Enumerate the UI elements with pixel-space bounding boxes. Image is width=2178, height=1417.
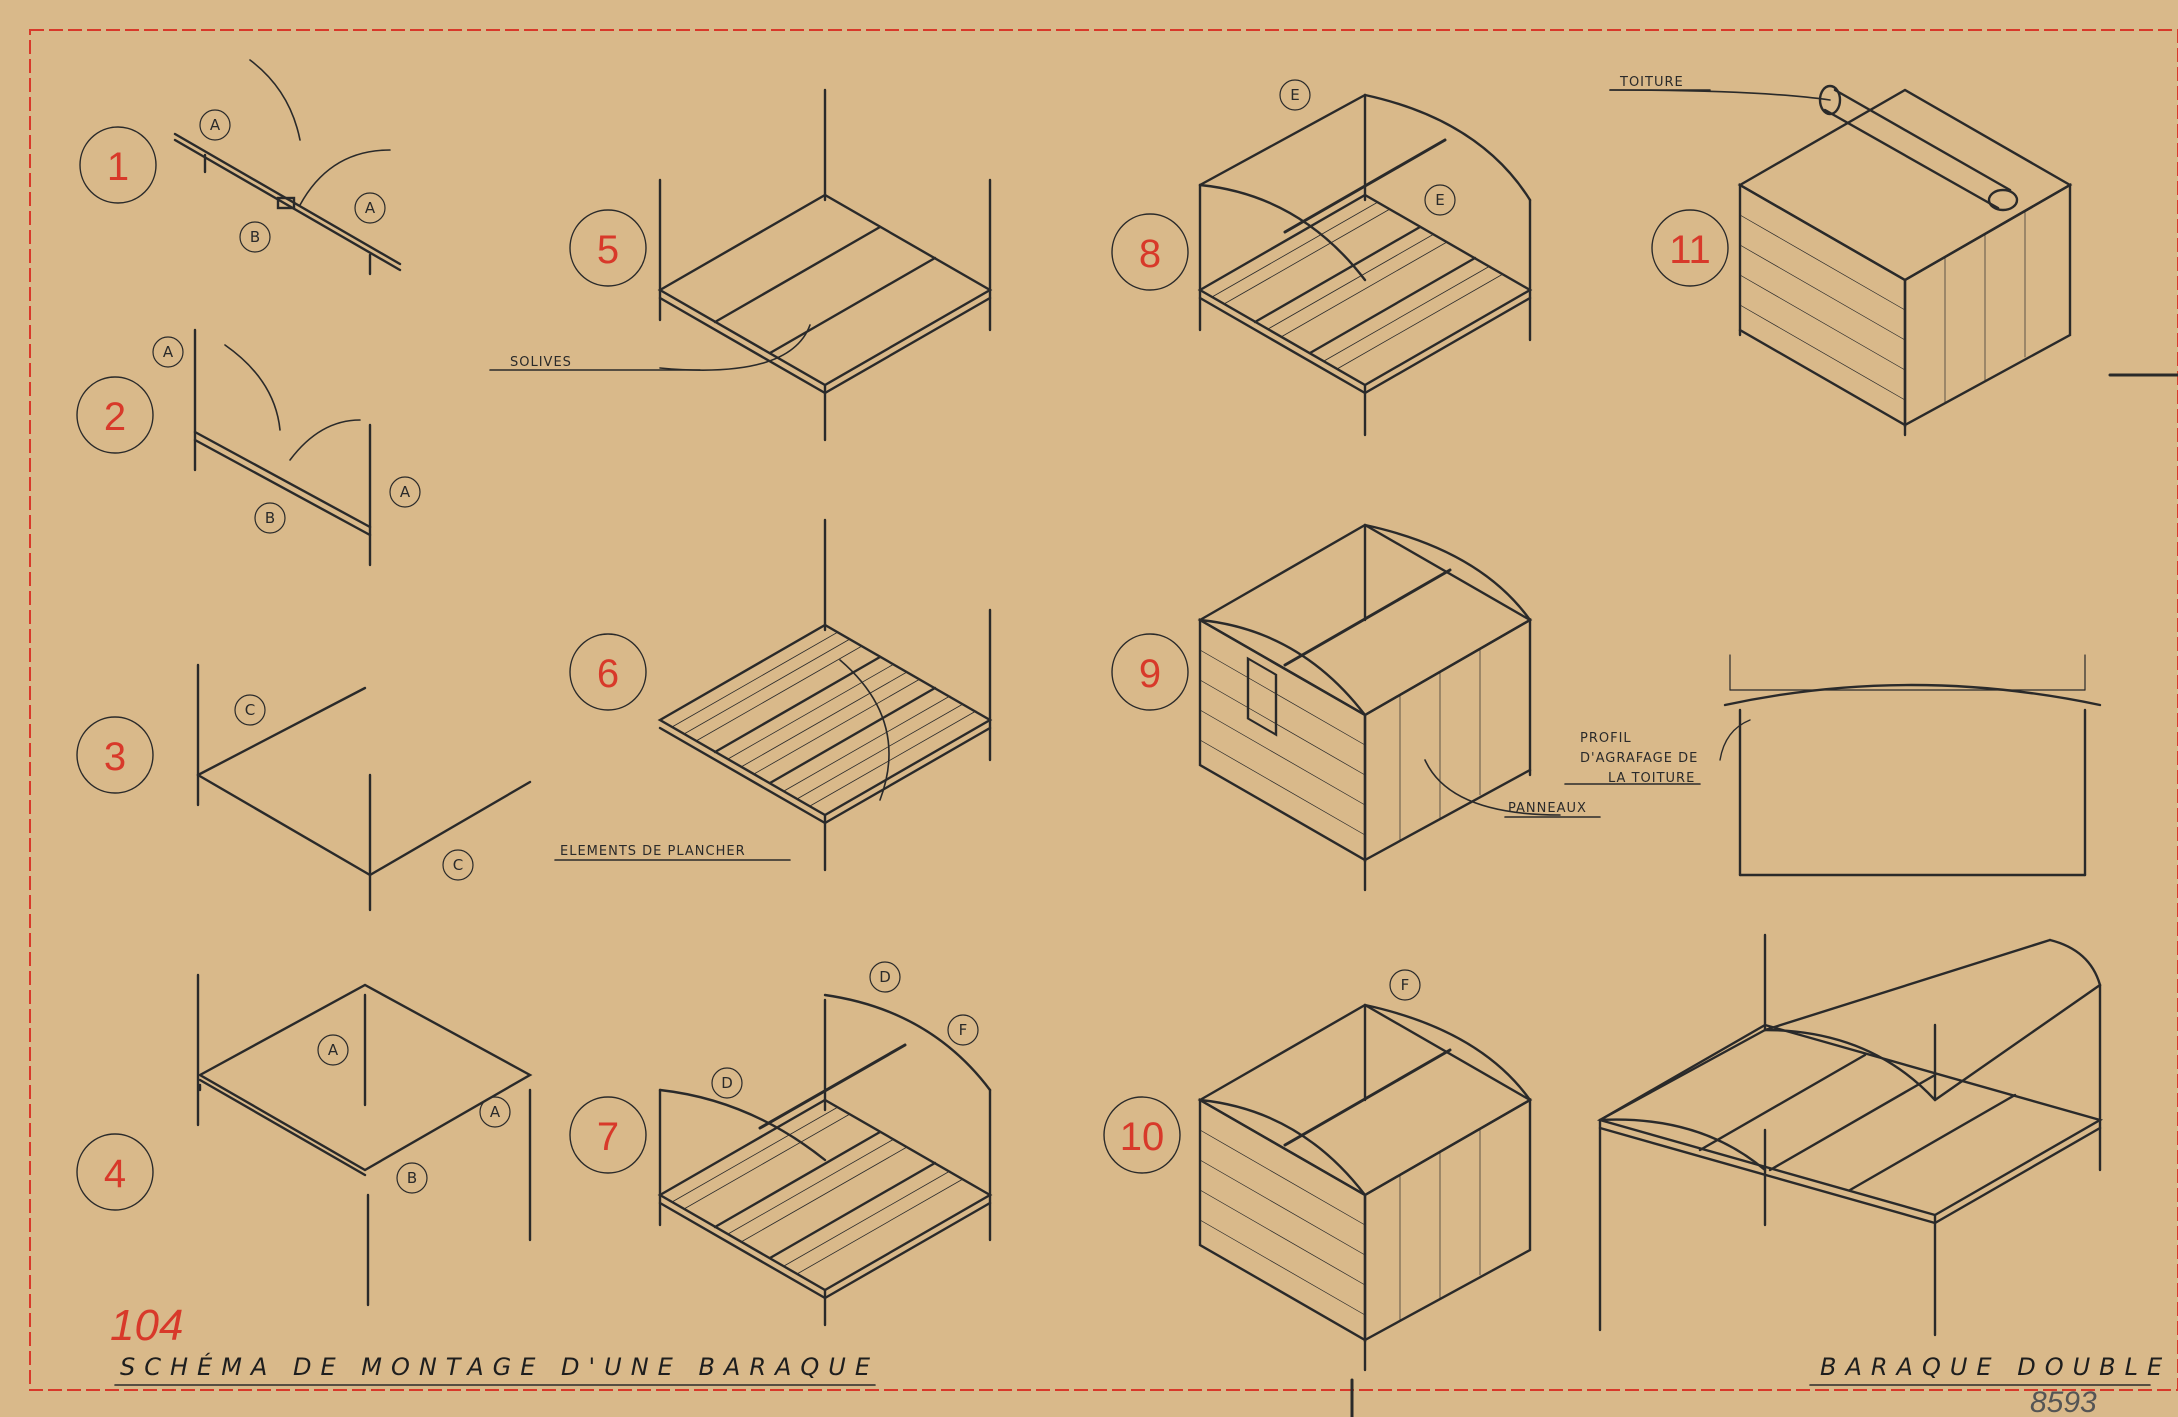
drawing-step-10 [1197, 1003, 1533, 1372]
step-numbers: 1 2 3 4 5 6 7 8 9 10 11 [76, 126, 1729, 1211]
label-toiture: TOITURE [1619, 75, 1684, 90]
drawing-step-1 [173, 59, 402, 276]
step-badge-1: 1 [79, 126, 157, 204]
drawing-step-4 [196, 973, 533, 1307]
annotations: SOLIVES ELEMENTS DE PLANCHER TOITURE PAN… [510, 75, 1698, 859]
part-letter: D [879, 968, 891, 986]
part-letter: D [721, 1074, 733, 1092]
drawing-step-6 [657, 518, 993, 872]
part-letter: A [365, 199, 376, 217]
part-letter: B [265, 509, 275, 527]
drawing-step-11 [1609, 84, 2073, 437]
drawing-step-7 [657, 993, 993, 1327]
step-badge-8: 8 [1111, 213, 1189, 291]
part-tag-d: D [711, 1067, 743, 1099]
red-border [29, 29, 2178, 1391]
part-tag-a: A [389, 476, 421, 508]
part-letter: A [400, 483, 411, 501]
part-letter: B [250, 228, 260, 246]
part-tag-c: C [234, 694, 266, 726]
step-number: 2 [104, 395, 126, 439]
label-solives: SOLIVES [510, 355, 572, 370]
part-tag-c: C [442, 849, 474, 881]
part-letter: E [1290, 86, 1299, 104]
step-badge-6: 6 [569, 633, 647, 711]
part-letter: B [407, 1169, 417, 1187]
part-tag-a: A [317, 1034, 349, 1066]
step-number: 4 [104, 1152, 126, 1196]
drawings [114, 59, 2178, 1417]
part-letter: F [959, 1021, 968, 1039]
part-letter: A [328, 1041, 339, 1059]
part-letter: A [490, 1103, 501, 1121]
step-badge-5: 5 [569, 209, 647, 287]
drawing-double-barrack [1596, 933, 2104, 1337]
part-tag-b: B [239, 221, 271, 253]
part-letter: A [163, 343, 174, 361]
part-tag-b: B [396, 1162, 428, 1194]
drawing-step-2 [193, 328, 372, 567]
step-badge-4: 4 [76, 1133, 154, 1211]
step-badge-9: 9 [1111, 633, 1189, 711]
label-profil-line-1: PROFIL [1580, 731, 1632, 746]
step-number: 3 [104, 735, 126, 779]
part-tag-f: F [1389, 969, 1421, 1001]
part-letter: F [1401, 976, 1410, 994]
step-badge-11: 11 [1651, 209, 1729, 287]
part-tag-a: A [479, 1096, 511, 1128]
archive-number: 8593 [2030, 1386, 2097, 1417]
part-tag-a: A [354, 192, 386, 224]
part-tag-a: A [152, 336, 184, 368]
part-tag-f: F [947, 1014, 979, 1046]
step-badge-10: 10 [1103, 1096, 1181, 1174]
step-number: 1 [107, 145, 129, 189]
step-number: 11 [1669, 228, 1711, 272]
drawing-step-9 [1197, 523, 1561, 892]
step-number: 9 [1139, 652, 1161, 696]
part-letter: C [245, 701, 255, 719]
step-badge-3: 3 [76, 716, 154, 794]
part-tag-e: E [1279, 79, 1311, 111]
part-tag-b: B [254, 502, 286, 534]
label-profil-line-3: LA TOITURE [1608, 771, 1695, 786]
drawing-step-5 [657, 88, 993, 442]
drawing-roof-profile [1719, 654, 2102, 877]
step-number: 10 [1120, 1115, 1165, 1159]
label-panneaux: PANNEAUX [1508, 801, 1587, 816]
part-letter: C [453, 856, 463, 874]
part-letters: A A B A A B C C A A B D F D E E F [152, 79, 1456, 1194]
part-tag-a: A [199, 109, 231, 141]
sheet-number: 104 [110, 1301, 183, 1350]
sheet-subtitle: BARAQUE DOUBLE [1820, 1353, 2171, 1381]
label-elements-plancher: ELEMENTS DE PLANCHER [560, 844, 746, 859]
leader-lines [114, 89, 2178, 1417]
sheet-title: SCHÉMA DE MONTAGE D'UNE BARAQUE [120, 1352, 879, 1381]
step-badge-7: 7 [569, 1096, 647, 1174]
part-letter: E [1435, 191, 1444, 209]
label-profil-line-2: D'AGRAFAGE DE [1580, 751, 1698, 766]
part-letter: A [210, 116, 221, 134]
drawing-step-3 [196, 663, 532, 912]
step-badge-2: 2 [76, 376, 154, 454]
step-number: 5 [597, 228, 619, 272]
part-tag-d: D [869, 961, 901, 993]
step-number: 6 [597, 652, 619, 696]
step-number: 7 [597, 1115, 619, 1159]
drawing-step-8 [1197, 93, 1533, 437]
part-tag-e: E [1424, 184, 1456, 216]
step-number: 8 [1139, 232, 1161, 276]
